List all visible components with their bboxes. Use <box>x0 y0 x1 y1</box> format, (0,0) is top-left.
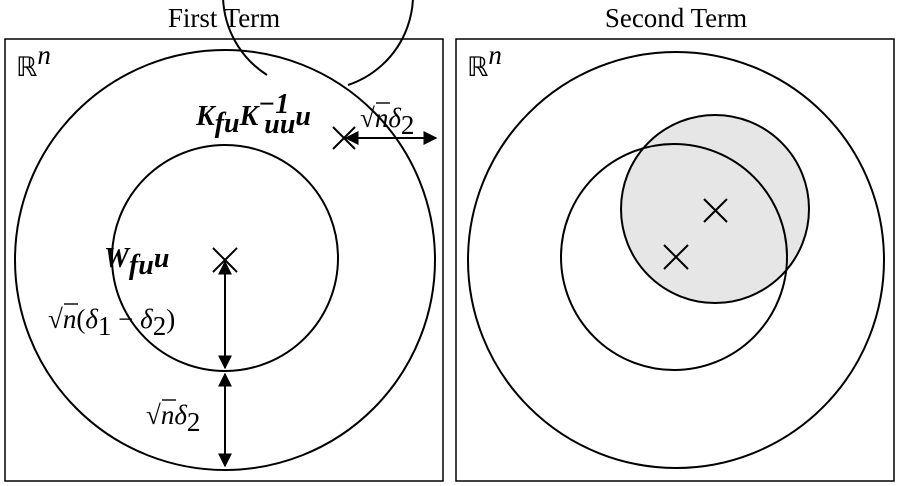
cross-marker <box>332 126 356 150</box>
panel-second-term: Second Term ℝn <box>455 3 895 482</box>
measure-label: √nδ2 <box>146 400 200 437</box>
small-ball <box>222 0 414 86</box>
measure-label: √nδ2 <box>360 103 414 140</box>
cross-marker <box>212 247 238 273</box>
panel-frame <box>455 38 895 482</box>
measure-label: √n(δ1 − δ2) <box>48 304 175 341</box>
inner-ball <box>560 143 788 371</box>
space-label: ℝn <box>467 40 502 82</box>
outer-ball <box>14 49 436 471</box>
point-label-wfu: Wfuu <box>104 243 169 281</box>
inner-ball <box>111 144 339 372</box>
cross-marker <box>703 198 728 223</box>
panel-frame <box>4 38 444 482</box>
space-label: ℝn <box>16 40 51 82</box>
panel-title: Second Term <box>605 3 747 33</box>
outer-ball <box>467 51 885 469</box>
cross-marker <box>663 244 689 270</box>
